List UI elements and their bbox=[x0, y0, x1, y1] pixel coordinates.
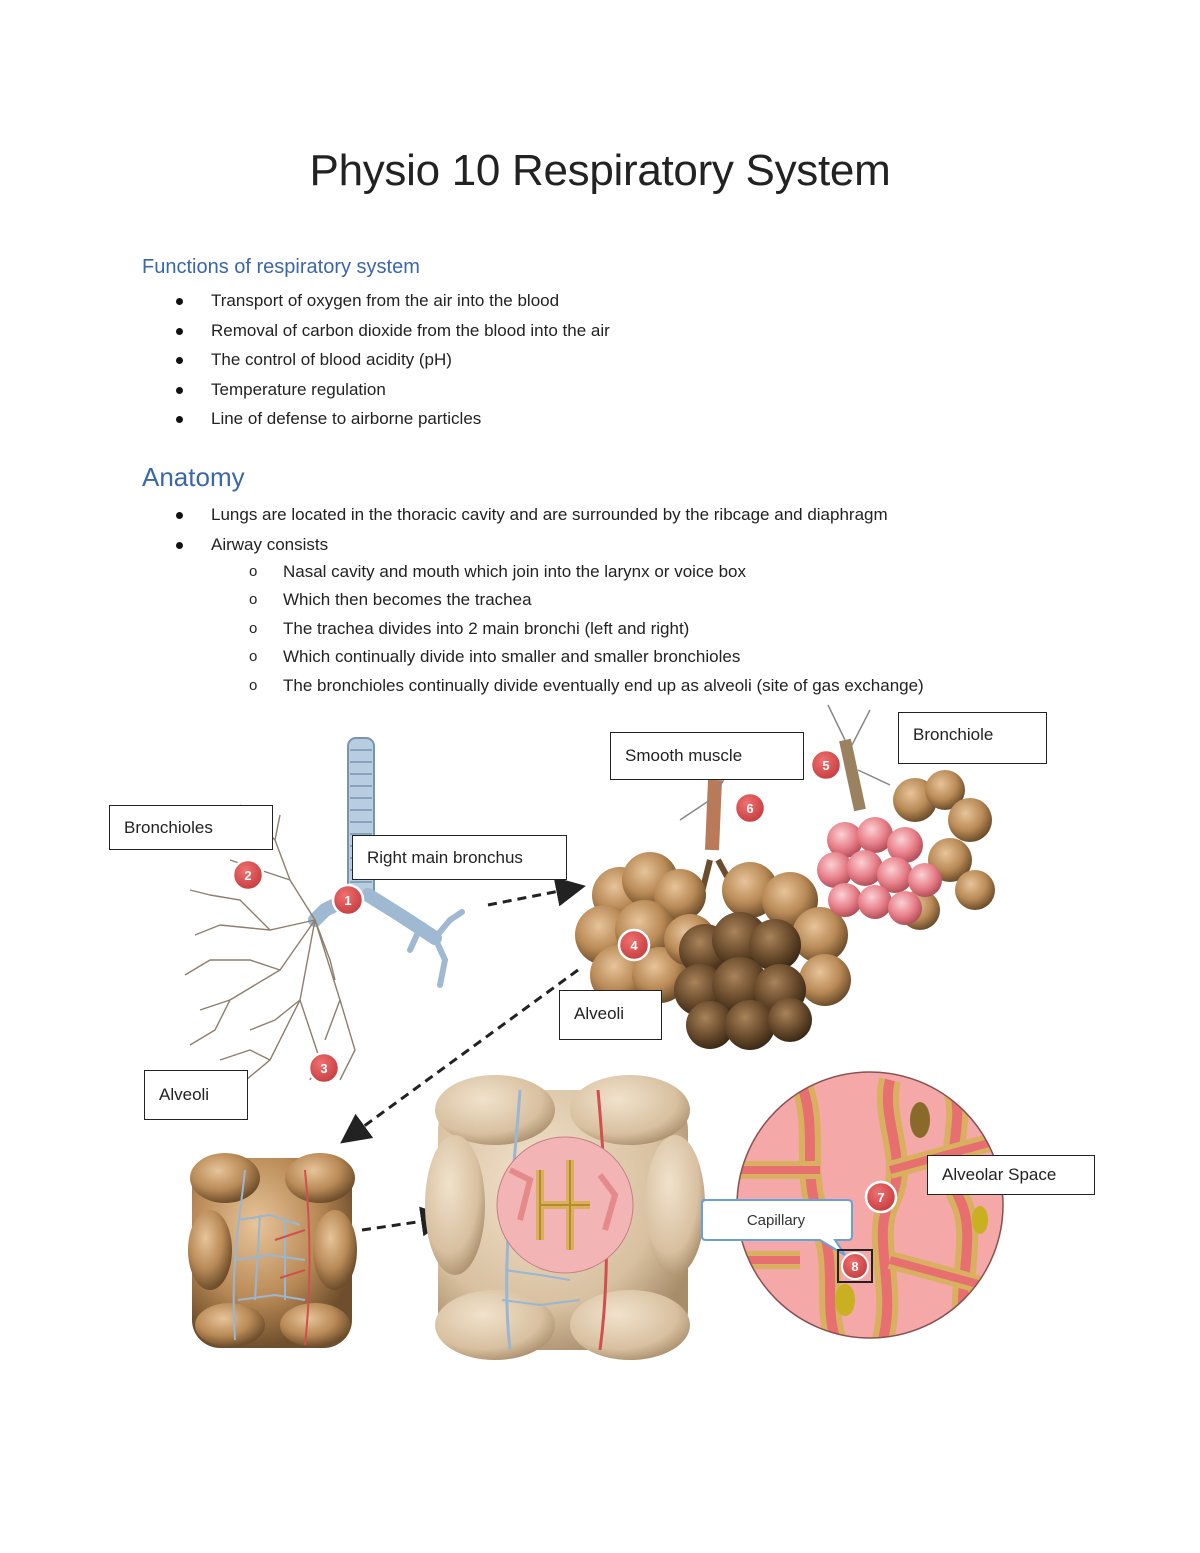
marker-7 bbox=[864, 1180, 898, 1214]
functions-heading: Functions of respiratory system bbox=[142, 256, 420, 278]
list-item: Transport of oxygen from the air into th… bbox=[176, 286, 610, 316]
marker-6 bbox=[733, 791, 767, 825]
marker-3 bbox=[307, 1051, 341, 1085]
label-alveoli-mid: Alveoli bbox=[559, 990, 662, 1040]
marker-8 bbox=[841, 1252, 869, 1280]
marker-2 bbox=[231, 858, 265, 892]
respiratory-anatomy-figure: 1 2 3 4 5 6 7 8 Capillary Bronchioles Ri… bbox=[100, 700, 1100, 1360]
bronchial-tree bbox=[184, 737, 465, 1096]
alveolar-sac-large bbox=[425, 1075, 705, 1360]
anatomy-list: Lungs are located in the thoracic cavity… bbox=[176, 500, 888, 559]
marker-5 bbox=[809, 748, 843, 782]
marker-8-label: 8 bbox=[851, 1259, 858, 1274]
sub-list-item: Which then becomes the trachea bbox=[248, 586, 924, 615]
label-smooth-muscle: Smooth muscle bbox=[610, 732, 804, 780]
marker-3-label: 3 bbox=[320, 1061, 327, 1076]
capillary-label: Capillary bbox=[747, 1212, 806, 1229]
label-bronchiole: Bronchiole bbox=[898, 712, 1047, 764]
marker-1 bbox=[331, 883, 365, 917]
airway-sublist: Nasal cavity and mouth which join into t… bbox=[248, 558, 924, 700]
label-right-main-bronchus: Right main bronchus bbox=[352, 835, 567, 880]
label-alveolar-space: Alveolar Space bbox=[927, 1155, 1095, 1195]
sub-list-item: Which continually divide into smaller an… bbox=[248, 643, 924, 672]
label-alveoli-left: Alveoli bbox=[144, 1070, 248, 1120]
page-title: Physio 10 Respiratory System bbox=[309, 146, 891, 195]
marker-6-label: 6 bbox=[746, 801, 753, 816]
alveolar-cluster-pink bbox=[817, 704, 995, 930]
anatomy-heading: Anatomy bbox=[142, 462, 245, 492]
list-item: The control of blood acidity (pH) bbox=[176, 345, 610, 375]
markers: 1 2 3 4 5 6 7 8 bbox=[231, 748, 898, 1283]
sub-list-item: Nasal cavity and mouth which join into t… bbox=[248, 558, 924, 587]
marker-4-label: 4 bbox=[630, 938, 638, 953]
alveolar-sac-small bbox=[188, 1153, 357, 1348]
list-item: Lungs are located in the thoracic cavity… bbox=[176, 500, 888, 530]
marker-4 bbox=[617, 928, 651, 962]
marker-7-label: 7 bbox=[877, 1190, 884, 1205]
functions-list: Transport of oxygen from the air into th… bbox=[176, 286, 610, 434]
list-item: Line of defense to airborne particles bbox=[176, 404, 610, 434]
sub-list-item: The trachea divides into 2 main bronchi … bbox=[248, 615, 924, 644]
marker-2-label: 2 bbox=[244, 868, 251, 883]
marker-5-label: 5 bbox=[822, 758, 829, 773]
list-item: Temperature regulation bbox=[176, 375, 610, 405]
list-item: Removal of carbon dioxide from the blood… bbox=[176, 316, 610, 346]
label-bronchioles: Bronchioles bbox=[109, 805, 273, 850]
capillary-callout bbox=[701, 1199, 853, 1256]
sub-list-item: The bronchioles continually divide event… bbox=[248, 672, 924, 701]
marker-1-label: 1 bbox=[344, 893, 351, 908]
anatomy-illustration: 1 2 3 4 5 6 7 8 Capillary bbox=[184, 704, 1004, 1360]
list-item: Airway consists bbox=[176, 530, 888, 560]
